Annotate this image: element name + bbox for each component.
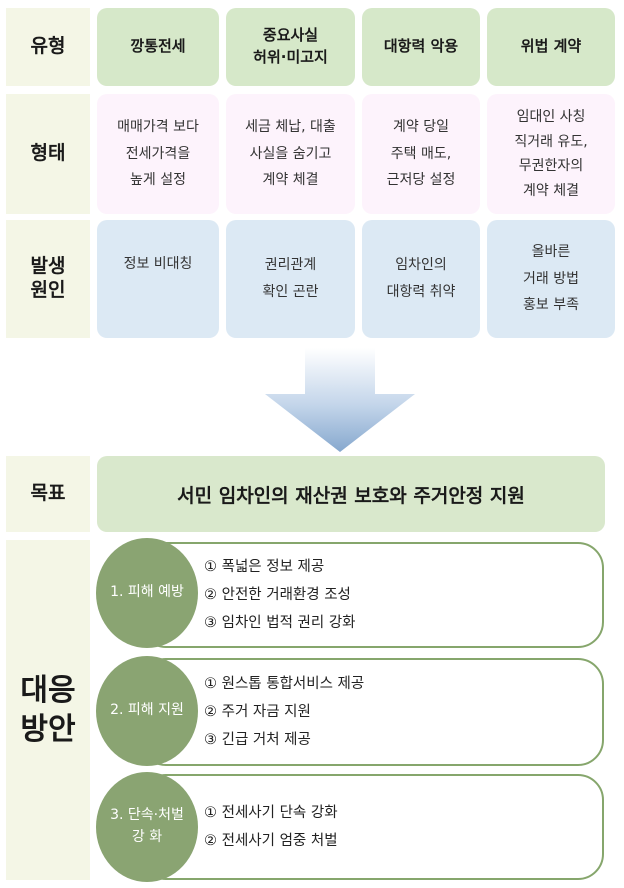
type-header-2-line2: 허위·미고지 <box>253 48 328 66</box>
cause-cell-3-line1: 임차인의 <box>395 257 447 274</box>
cause-cell-4-line2: 거래 방법 <box>523 270 579 287</box>
row-label-response-line1: 대응 <box>20 673 76 708</box>
form-cell-2-line2: 사실을 숨기고 <box>249 145 332 162</box>
cause-cell-1-line1: 정보 비대칭 <box>123 255 193 272</box>
response-3-item-2: ② 전세사기 엄중 처벌 <box>204 833 338 849</box>
row-label-form: 형태 <box>6 94 90 214</box>
form-cell-4-line3: 무권한자의 <box>518 158 584 174</box>
cause-cell-3: 임차인의 대항력 취약 <box>362 220 480 338</box>
response-3-item-1: ① 전세사기 단속 강화 <box>204 805 338 821</box>
type-header-2: 중요사실 허위·미고지 <box>226 8 355 86</box>
cause-cell-2-line2: 확인 곤란 <box>262 284 319 300</box>
cause-cell-4: 올바른 거래 방법 홍보 부족 <box>487 220 615 338</box>
row-label-form-text: 형태 <box>30 142 66 165</box>
row-label-cause: 발생 원인 <box>6 220 90 338</box>
response-items-3: ① 전세사기 단속 강화 ② 전세사기 엄중 처벌 <box>204 774 338 880</box>
form-cell-1: 매매가격 보다 전세가격을 높게 설정 <box>97 94 219 214</box>
response-title-1-line1: 1. 피해 예방 <box>110 584 184 601</box>
cause-cell-4-line1: 올바른 <box>531 244 571 261</box>
row-label-goal-text: 목표 <box>30 482 66 505</box>
form-cell-3-line3: 근저당 설정 <box>386 172 456 189</box>
form-cell-2: 세금 체납, 대출 사실을 숨기고 계약 체결 <box>226 94 355 214</box>
form-cell-4-line1: 임대인 사칭 <box>516 109 586 125</box>
cause-cell-4-line3: 홍보 부족 <box>523 297 579 314</box>
response-1-item-2: ② 안전한 거래환경 조성 <box>204 587 351 603</box>
response-2-item-1: ① 원스톱 통합서비스 제공 <box>204 676 365 692</box>
type-header-3-line1: 대항력 악용 <box>383 37 459 56</box>
goal-text: 서민 임차인의 재산권 보호와 주거안정 지원 <box>177 484 525 507</box>
down-arrow-icon <box>265 348 415 452</box>
row-label-cause-line2: 원인 <box>30 279 66 301</box>
response-2-item-3: ③ 긴급 거처 제공 <box>204 732 311 748</box>
response-items-1: ① 폭넓은 정보 제공 ② 안전한 거래환경 조성 ③ 임차인 법적 권리 강화 <box>204 542 356 648</box>
response-title-2-line1: 2. 피해 지원 <box>110 702 184 719</box>
form-cell-1-line3: 높게 설정 <box>130 172 186 189</box>
response-2-item-2: ② 주거 자금 지원 <box>204 704 311 720</box>
row-label-goal: 목표 <box>6 456 90 532</box>
form-cell-3-line1: 계약 당일 <box>393 119 449 136</box>
response-panel-3 <box>140 774 604 880</box>
form-cell-4-line4: 계약 체결 <box>523 182 579 199</box>
type-header-1-line1: 깡통전세 <box>130 37 186 56</box>
form-cell-3: 계약 당일 주택 매도, 근저당 설정 <box>362 94 480 214</box>
type-header-1: 깡통전세 <box>97 8 219 86</box>
response-1-item-3: ③ 임차인 법적 권리 강화 <box>204 615 356 631</box>
row-label-type: 유형 <box>6 8 90 86</box>
cause-cell-3-line2: 대항력 취약 <box>386 284 456 300</box>
response-title-3: 3. 단속·처벌 강 화 <box>96 772 198 882</box>
form-cell-1-line2: 전세가격을 <box>125 145 191 162</box>
form-cell-1-line1: 매매가격 보다 <box>117 119 199 136</box>
type-header-3: 대항력 악용 <box>362 8 480 86</box>
form-cell-3-line2: 주택 매도, <box>390 145 452 162</box>
cause-cell-2-line1: 권리관계 <box>264 257 317 274</box>
response-title-1: 1. 피해 예방 <box>96 538 198 648</box>
response-panel-2 <box>140 658 604 766</box>
type-header-4-line1: 위법 계약 <box>520 37 582 56</box>
form-cell-4: 임대인 사칭 직거래 유도, 무권한자의 계약 체결 <box>487 94 615 214</box>
response-title-3-line1: 3. 단속·처벌 <box>110 807 184 824</box>
cause-cell-1: 정보 비대칭 <box>97 220 219 338</box>
form-cell-2-line3: 계약 체결 <box>262 172 319 189</box>
goal-box: 서민 임차인의 재산권 보호와 주거안정 지원 <box>97 456 605 532</box>
row-label-response-line2: 방안 <box>20 712 76 747</box>
row-label-response: 대응 방안 <box>6 540 90 880</box>
response-title-3-line2: 강 화 <box>131 829 163 845</box>
form-cell-4-line2: 직거래 유도, <box>514 133 588 150</box>
response-panel-1 <box>140 542 604 648</box>
response-title-2: 2. 피해 지원 <box>96 656 198 766</box>
response-items-2: ① 원스톱 통합서비스 제공 ② 주거 자금 지원 ③ 긴급 거처 제공 <box>204 658 364 766</box>
type-header-2-line1: 중요사실 <box>262 26 319 45</box>
cause-cell-2: 권리관계 확인 곤란 <box>226 220 355 338</box>
type-header-4: 위법 계약 <box>487 8 615 86</box>
form-cell-2-line1: 세금 체납, 대출 <box>245 119 336 136</box>
row-label-cause-line1: 발생 <box>30 255 66 278</box>
row-label-type-text: 유형 <box>30 35 66 58</box>
response-1-item-1: ① 폭넓은 정보 제공 <box>204 559 325 575</box>
